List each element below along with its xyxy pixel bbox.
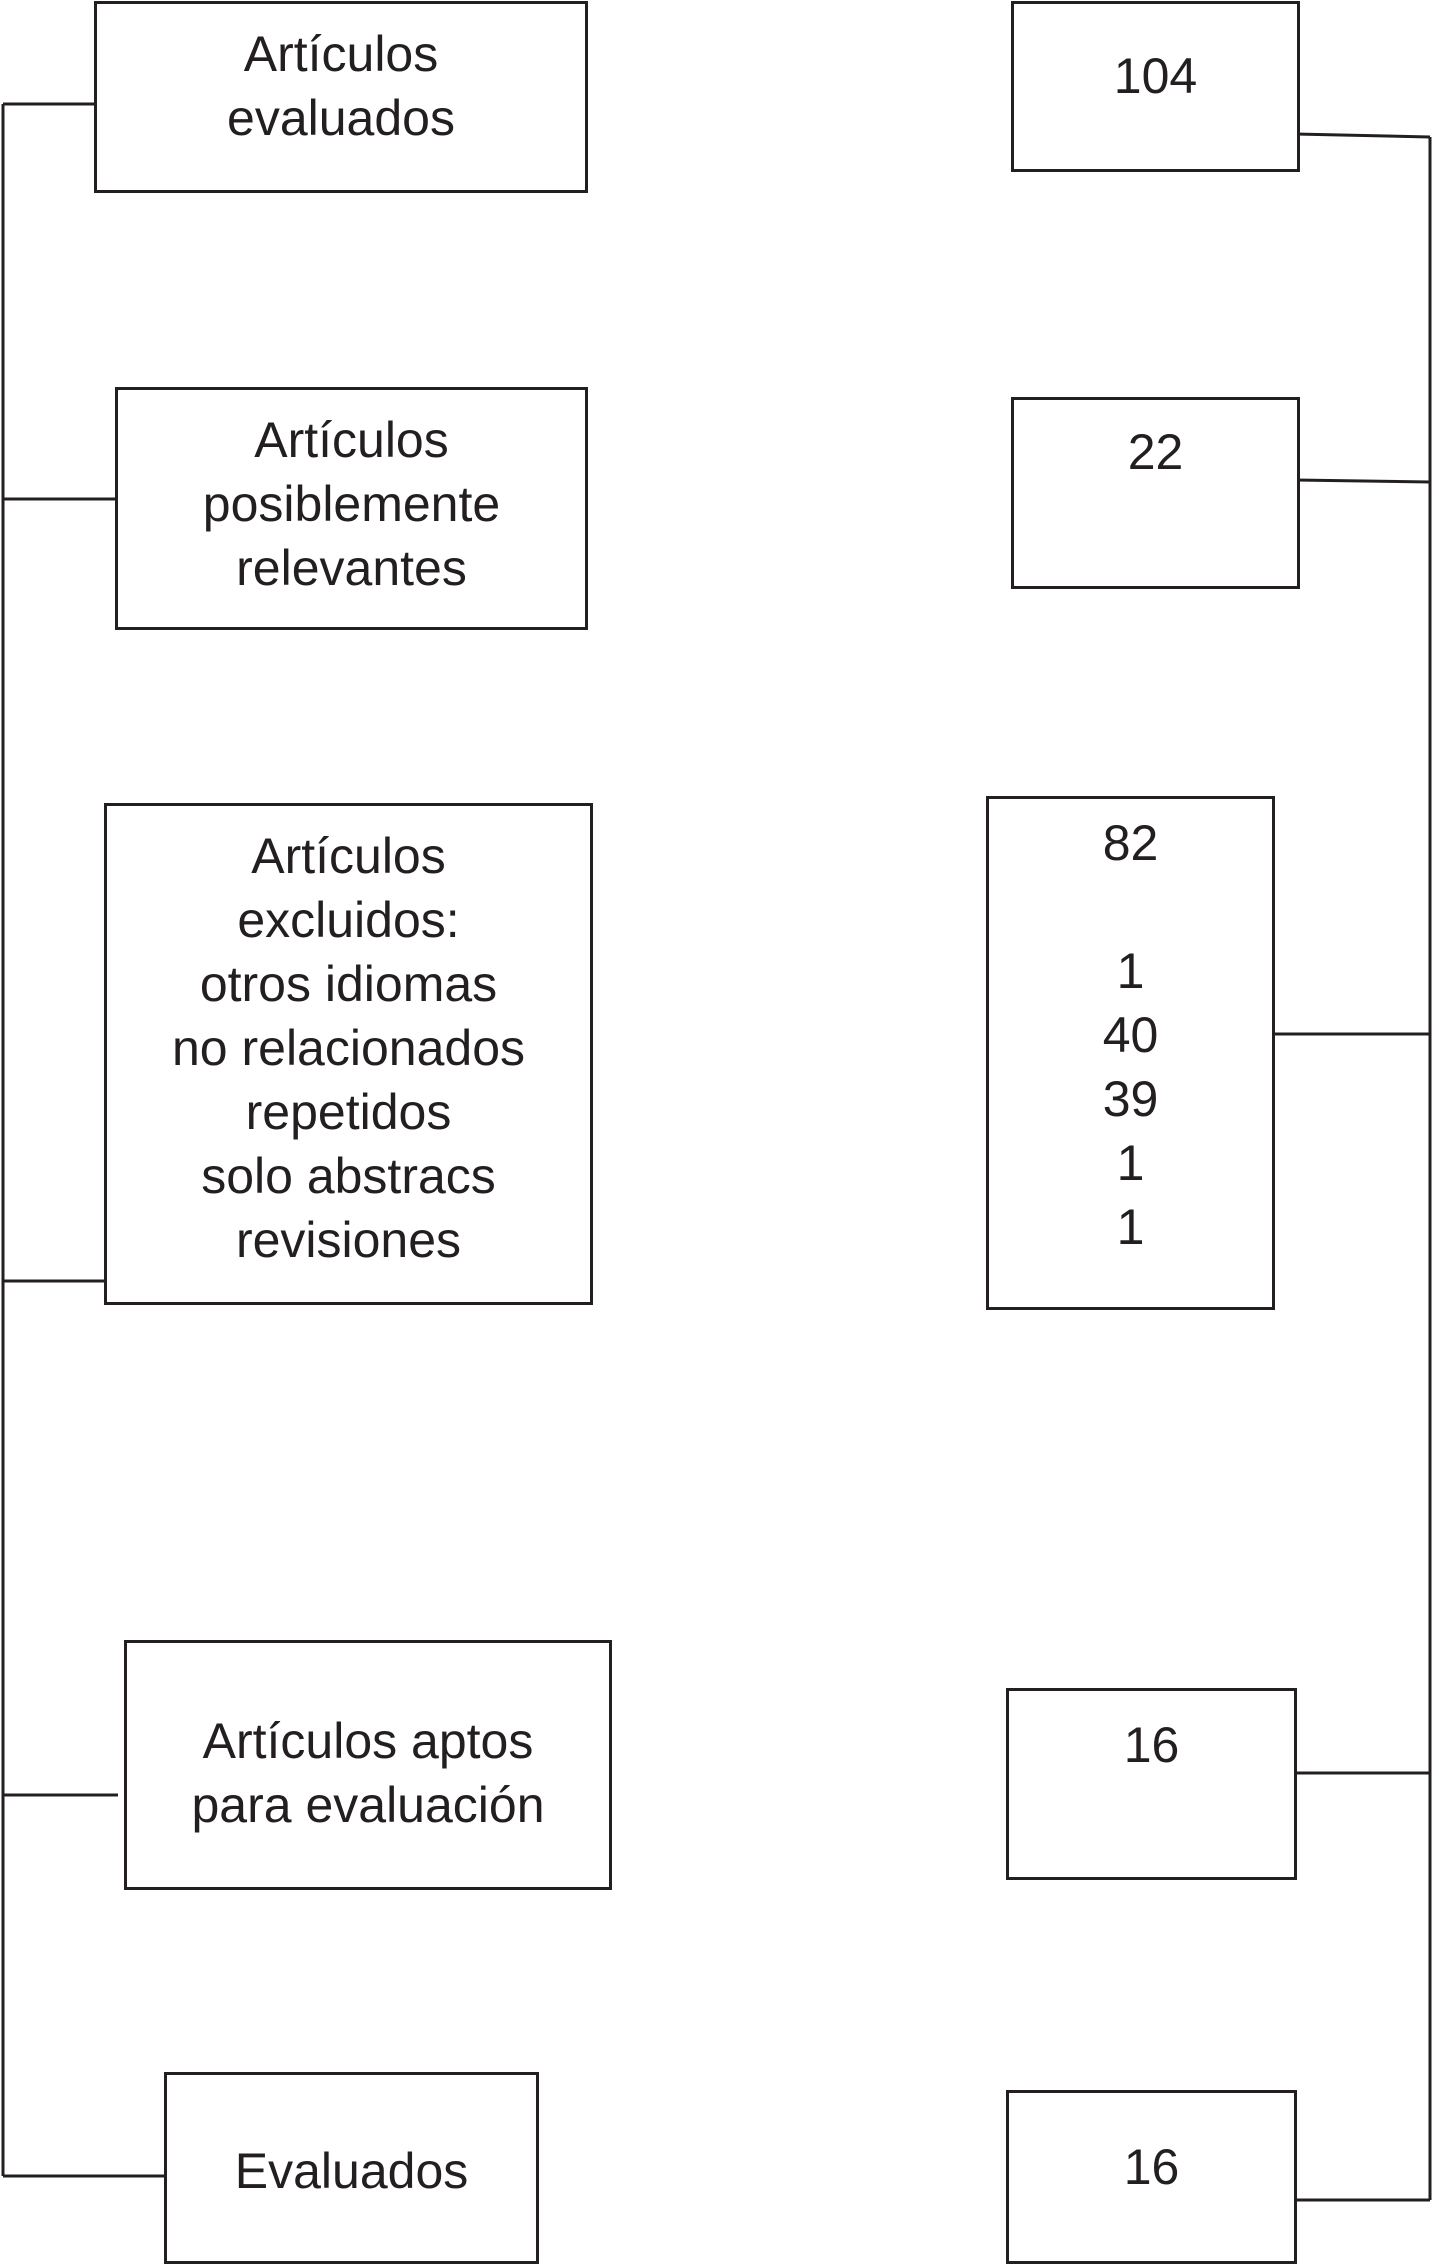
label-articles-excluded: Artículos excluidos: otros idiomas no re…	[107, 824, 590, 1272]
box-count-excluded: 82 1 40 39 1 1	[986, 796, 1275, 1310]
label-line: evaluados	[227, 90, 455, 146]
count-final: 16	[1123, 2139, 1180, 2195]
box-articles-eligible: Artículos aptos para evaluación	[124, 1640, 612, 1890]
label-line: repetidos	[245, 1084, 452, 1140]
count-repeated: 39	[1102, 1071, 1159, 1127]
count-unrelated: 40	[1102, 1007, 1159, 1063]
count-reviews: 1	[1116, 1199, 1145, 1255]
label-line: Evaluados	[234, 2143, 469, 2199]
box-count-final: 16	[1006, 2090, 1297, 2264]
label-line: para evaluación	[191, 1777, 545, 1833]
right-tick-evaluated	[1294, 132, 1431, 139]
label-line: relevantes	[236, 540, 467, 596]
label-articles-evaluated: Artículos evaluados	[97, 22, 585, 150]
box-articles-evaluated: Artículos evaluados	[94, 1, 588, 193]
count-excluded-list: 82 1 40 39 1 1	[989, 811, 1272, 1259]
box-count-eligible: 16	[1006, 1688, 1297, 1880]
label-line: Artículos	[254, 412, 449, 468]
label-articles-eligible: Artículos aptos para evaluación	[127, 1709, 609, 1837]
count-relevant: 22	[1127, 424, 1184, 480]
count-evaluated: 104	[1113, 48, 1198, 104]
box-articles-excluded: Artículos excluidos: otros idiomas no re…	[104, 803, 593, 1305]
label-line: posiblemente	[202, 476, 501, 532]
label-line: revisiones	[235, 1212, 462, 1268]
label-line: Artículos	[251, 828, 446, 884]
label-articles-relevant: Artículos posiblemente relevantes	[118, 408, 585, 600]
label-line: solo abstracs	[201, 1148, 496, 1204]
label-line: excluidos:	[237, 892, 460, 948]
box-count-relevant: 22	[1011, 397, 1300, 589]
right-tick-relevant	[1294, 478, 1431, 484]
label-evaluated-final: Evaluados	[167, 2139, 536, 2203]
count-abstracts-only: 1	[1116, 1135, 1145, 1191]
box-evaluated-final: Evaluados	[164, 2072, 539, 2264]
count-eligible: 16	[1123, 1717, 1180, 1773]
label-line: no relacionados	[171, 1020, 526, 1076]
count-other-languages: 1	[1116, 943, 1145, 999]
box-count-evaluated: 104	[1011, 1, 1300, 172]
count-excluded-total: 82	[1102, 815, 1159, 871]
box-articles-relevant: Artículos posiblemente relevantes	[115, 387, 588, 630]
count-spacer	[989, 875, 1272, 939]
label-line: otros idiomas	[199, 956, 498, 1012]
label-line: Artículos	[243, 26, 439, 82]
label-line: Artículos aptos	[202, 1713, 534, 1769]
